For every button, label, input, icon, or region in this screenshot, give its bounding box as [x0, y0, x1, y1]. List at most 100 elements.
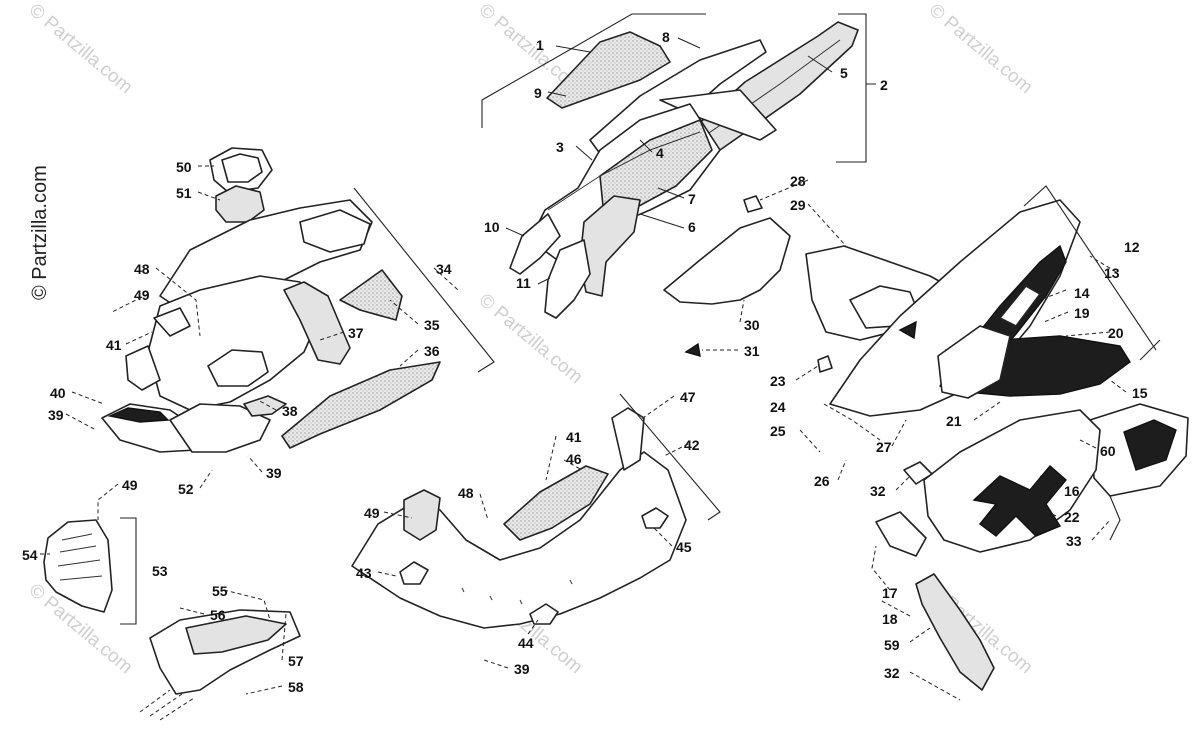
leader-51 — [197, 191, 221, 201]
belly-pan-riser — [611, 407, 645, 471]
callout-30: 30 — [744, 317, 760, 333]
side-watermark: © Partzilla.com — [29, 165, 51, 300]
leader-18 — [879, 599, 911, 617]
leader-52 — [199, 469, 213, 489]
leader-32a — [895, 475, 911, 491]
callout-8: 8 — [662, 29, 670, 45]
right-side-panel — [829, 199, 1081, 417]
frame-tube-hint — [139, 689, 195, 721]
leader-32b — [909, 671, 961, 701]
right-side-graphic-lettering — [999, 285, 1041, 327]
callout-45: 45 — [676, 539, 692, 555]
callout-55: 55 — [212, 583, 228, 599]
leader-26 — [837, 459, 847, 481]
belly-pan-assembly — [351, 407, 687, 629]
leader-33 — [1091, 519, 1111, 541]
callout-4: 4 — [656, 145, 664, 161]
callout-21: 21 — [946, 413, 962, 429]
callout-59: 59 — [884, 637, 900, 653]
callout-36: 36 — [424, 343, 440, 359]
callout-49: 49 — [364, 505, 380, 521]
bracket-1 — [481, 13, 706, 128]
clip-32 — [903, 461, 933, 485]
callout-23: 23 — [770, 373, 786, 389]
callout-32: 32 — [884, 665, 900, 681]
leader-22 — [1035, 505, 1057, 517]
callout-60: 60 — [1100, 443, 1116, 459]
leader-42 — [663, 443, 689, 457]
leader-28 — [759, 179, 809, 201]
callout-39: 39 — [514, 661, 530, 677]
callout-14: 14 — [1074, 285, 1090, 301]
leader-48b — [479, 493, 489, 521]
leader-17 — [871, 545, 891, 591]
wedge-block — [898, 320, 917, 340]
hood-left-flap — [509, 213, 561, 275]
gauge-gasket — [215, 185, 265, 223]
callout-7: 7 — [688, 191, 696, 207]
leader-14 — [1039, 289, 1067, 301]
callout-34: 34 — [436, 261, 452, 277]
callout-40: 40 — [50, 385, 66, 401]
watermark: © Partzilla.com — [25, 0, 137, 98]
leader-36 — [399, 349, 419, 367]
leader-6 — [639, 213, 685, 229]
callout-39: 39 — [266, 465, 282, 481]
lower-bumper-panel — [915, 573, 995, 691]
leader-58 — [245, 685, 283, 695]
leader-37 — [319, 331, 345, 341]
callout-49: 49 — [122, 477, 138, 493]
callout-13: 13 — [1104, 265, 1120, 281]
mount-plate — [875, 511, 927, 557]
callout-22: 22 — [1064, 509, 1080, 525]
leader-5 — [807, 55, 833, 73]
small-block-28 — [743, 195, 763, 213]
callout-44: 44 — [518, 635, 534, 651]
callout-11: 11 — [516, 275, 531, 291]
callout-51: 51 — [176, 185, 192, 201]
leader-7 — [657, 187, 685, 199]
callout-26: 26 — [814, 473, 830, 489]
leader-41b — [545, 435, 557, 481]
callout-16: 16 — [1064, 483, 1080, 499]
side-panel — [43, 519, 113, 613]
leader-11 — [537, 277, 551, 285]
callout-1: 1 — [536, 37, 544, 53]
leader-47 — [639, 395, 675, 421]
leader-16 — [1039, 475, 1059, 491]
console-right-wing — [299, 209, 371, 253]
leader-39c — [483, 659, 509, 669]
callout-58: 58 — [288, 679, 304, 695]
belly-pan — [351, 451, 687, 629]
callout-labels: 1 2 3 4 5 6 7 8 9 10 11 12 13 14 15 16 1… — [22, 29, 1148, 695]
bracket-42 — [619, 393, 721, 521]
leader-3 — [575, 145, 593, 161]
belly-pan-scuff-pad — [503, 465, 609, 541]
leader-23 — [795, 365, 819, 381]
callout-17: 17 — [882, 585, 898, 601]
leader-24 — [823, 403, 881, 441]
callout-35: 35 — [424, 317, 440, 333]
leader-21 — [973, 401, 1001, 421]
leader-lines — [40, 37, 1127, 701]
leader-40 — [71, 391, 105, 405]
callout-48: 48 — [134, 261, 150, 277]
callout-41: 41 — [106, 337, 122, 353]
callout-38: 38 — [282, 403, 298, 419]
leader-59 — [909, 627, 931, 643]
callout-42: 42 — [684, 437, 700, 453]
gauge-pod-opening — [207, 349, 269, 387]
leader-44 — [527, 619, 539, 635]
callout-53: 53 — [152, 563, 168, 579]
belly-pan-hole-center — [529, 603, 559, 625]
left-side-bracket — [125, 345, 161, 391]
callout-57: 57 — [288, 653, 304, 669]
leader-60 — [1079, 439, 1097, 449]
leader-39a — [65, 413, 97, 431]
bracket-13 — [1139, 339, 1161, 361]
leader-13 — [1089, 255, 1117, 273]
callout-39: 39 — [48, 407, 64, 423]
callout-6: 6 — [688, 219, 696, 235]
